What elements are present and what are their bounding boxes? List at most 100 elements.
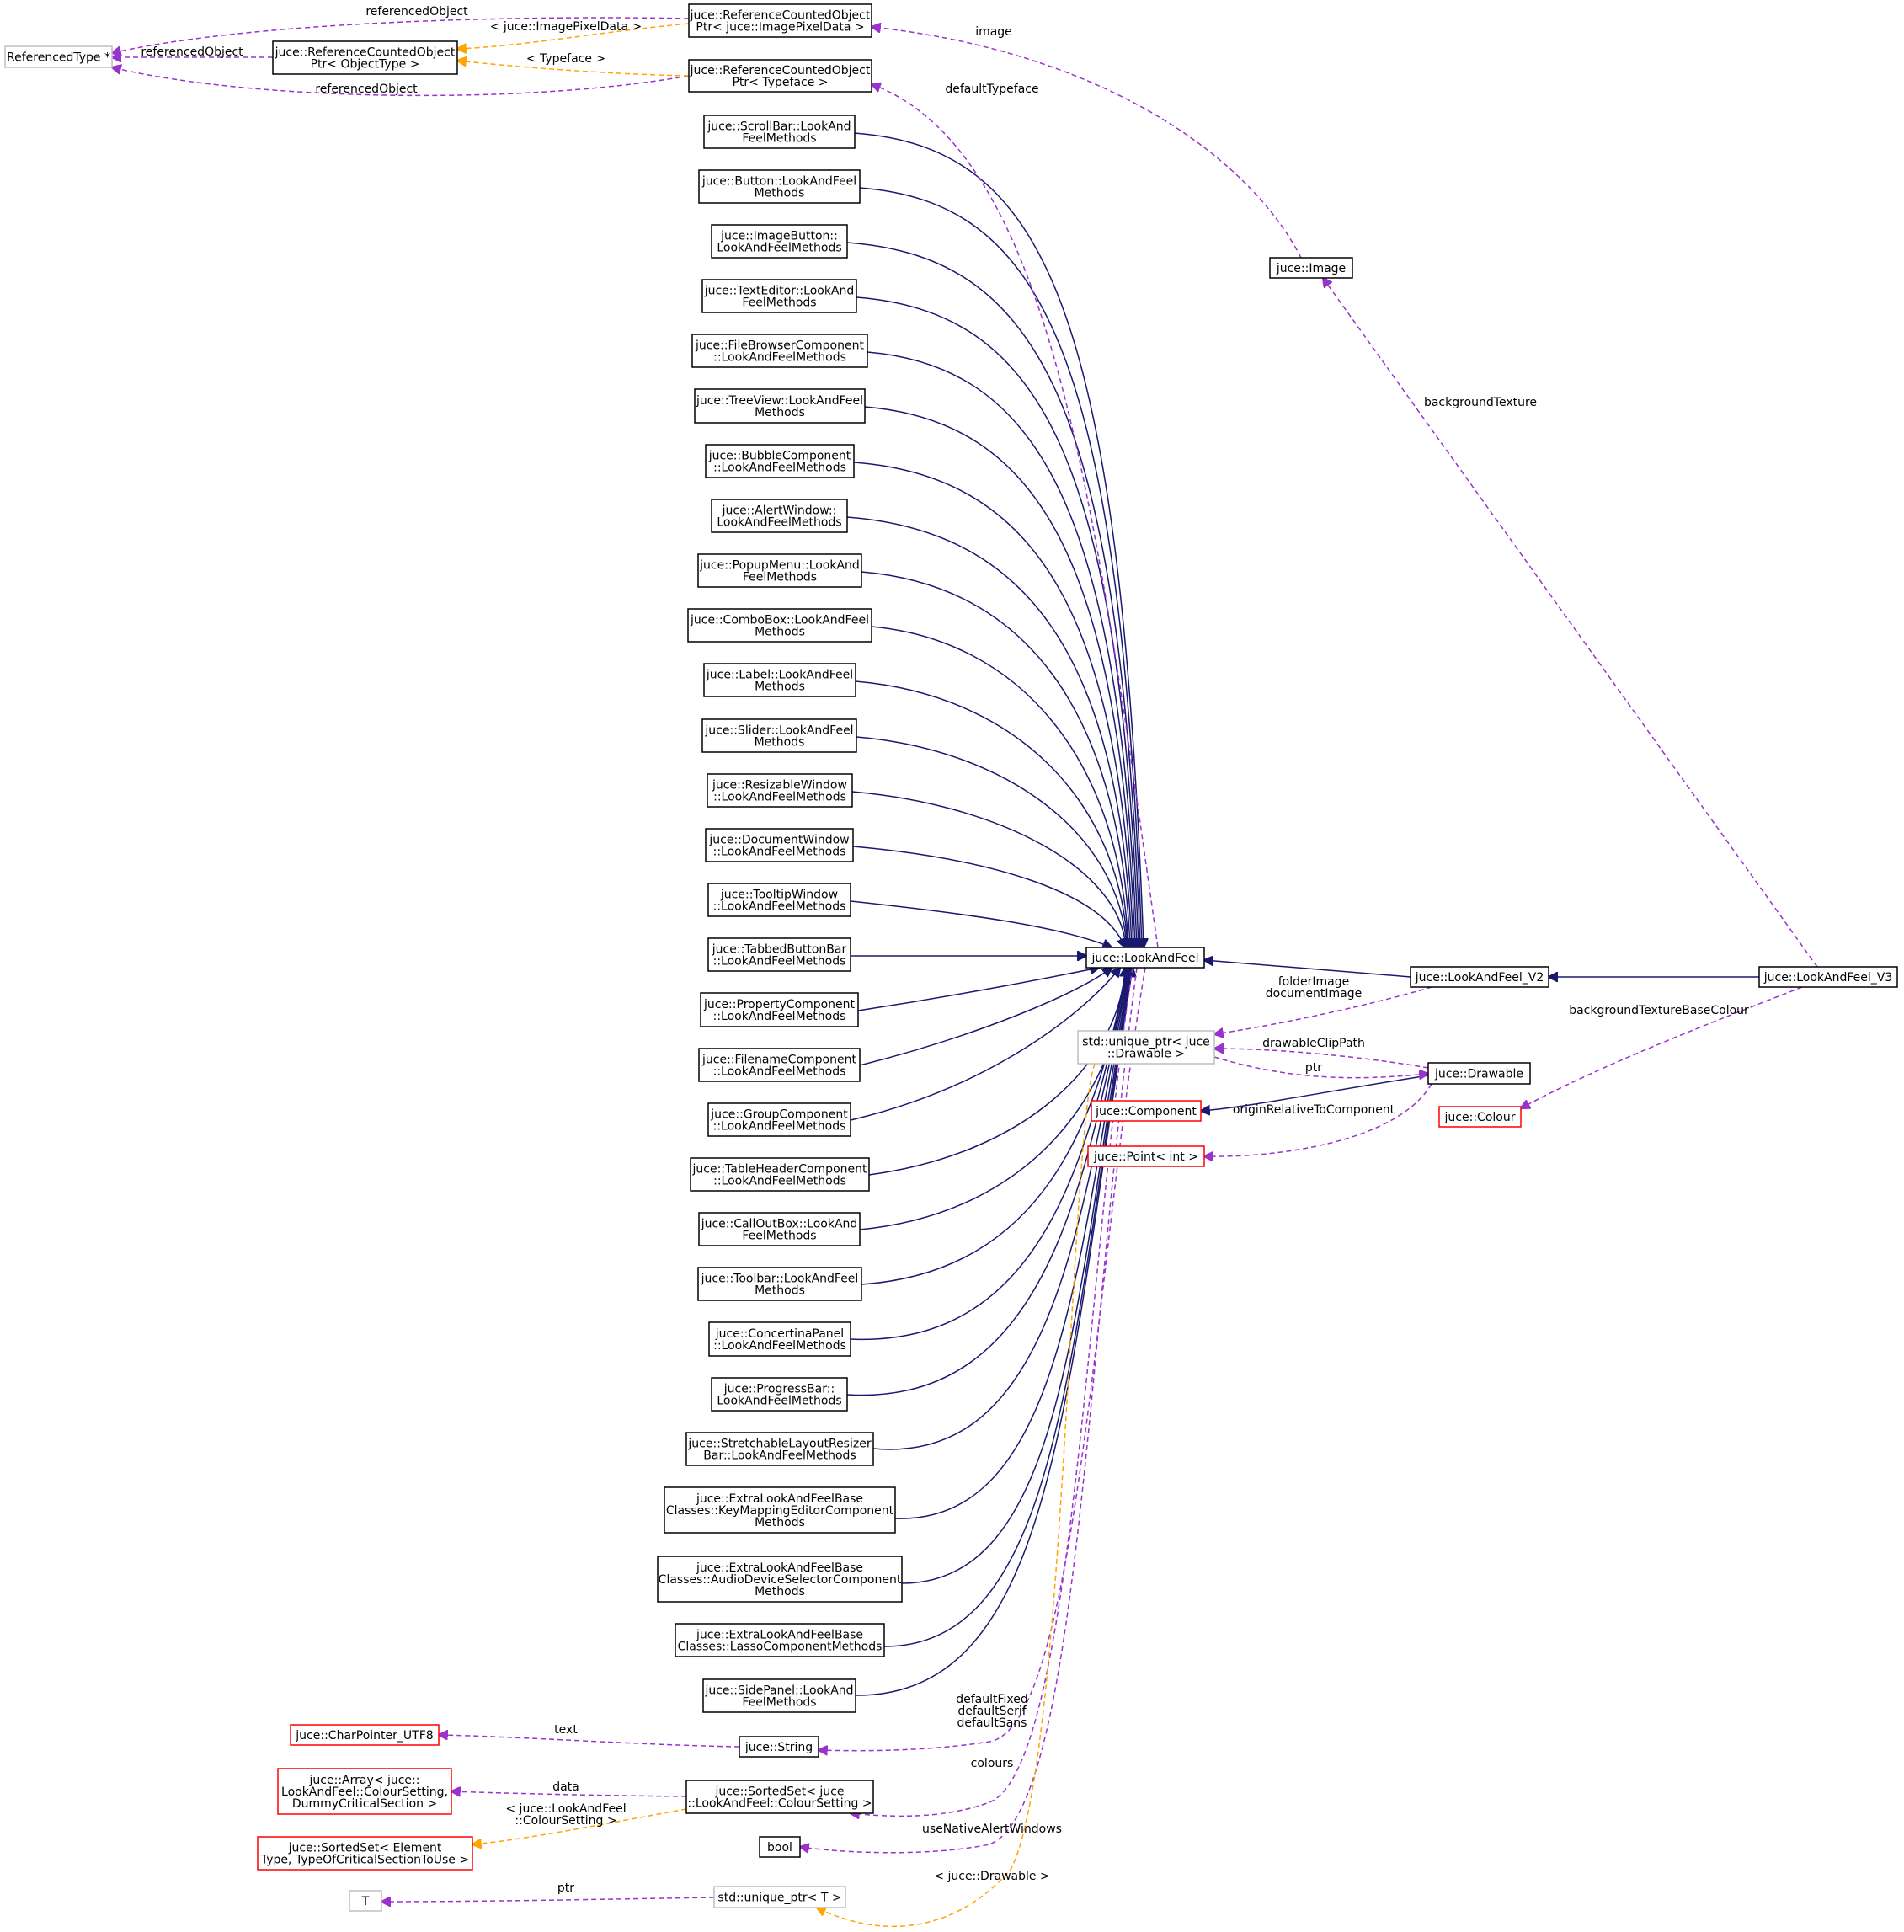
node-charptr[interactable]: juce::CharPointer_UTF8 xyxy=(290,1724,440,1746)
node-filebrowser[interactable]: juce::FileBrowserComponent::LookAndFeelM… xyxy=(691,334,868,368)
node-box[interactable] xyxy=(688,59,872,93)
node-box[interactable] xyxy=(711,499,848,533)
node-box[interactable] xyxy=(277,1768,452,1815)
node-box[interactable] xyxy=(1087,1145,1205,1167)
node-box[interactable] xyxy=(759,1836,801,1858)
node-box[interactable] xyxy=(685,1432,874,1466)
node-lasso[interactable]: juce::ExtraLookAndFeelBaseClasses::Lasso… xyxy=(675,1623,885,1657)
node-drawable[interactable]: juce::Drawable xyxy=(1427,1062,1531,1085)
node-imagebutton[interactable]: juce::ImageButton::LookAndFeelMethods xyxy=(711,224,848,259)
node-box[interactable] xyxy=(711,1377,848,1412)
node-audiodev[interactable]: juce::ExtraLookAndFeelBaseClasses::Audio… xyxy=(657,1556,903,1603)
node-tableheader[interactable]: juce::TableHeaderComponent::LookAndFeelM… xyxy=(690,1157,870,1192)
node-box[interactable] xyxy=(703,115,856,149)
node-texteditor[interactable]: juce::TextEditor::LookAndFeelMethods xyxy=(701,279,857,313)
node-box[interactable] xyxy=(739,1736,819,1758)
node-laf[interactable]: juce::LookAndFeel xyxy=(1085,947,1205,969)
node-combobox[interactable]: juce::ComboBox::LookAndFeelMethods xyxy=(687,608,872,643)
node-toolbar[interactable]: juce::Toolbar::LookAndFeelMethods xyxy=(697,1267,862,1301)
node-box[interactable] xyxy=(290,1724,440,1746)
node-group[interactable]: juce::GroupComponent::LookAndFeelMethods xyxy=(707,1102,851,1137)
node-array[interactable]: juce::Array< juce::LookAndFeel::ColourSe… xyxy=(277,1768,452,1815)
node-box[interactable] xyxy=(707,773,853,808)
node-box[interactable] xyxy=(685,1780,874,1814)
node-box[interactable] xyxy=(707,1102,851,1137)
node-laf-v2[interactable]: juce::LookAndFeel_V2 xyxy=(1410,966,1549,988)
node-reftype[interactable]: ReferencedType * xyxy=(4,45,113,68)
node-box[interactable] xyxy=(1427,1062,1531,1085)
node-box[interactable] xyxy=(702,1678,856,1713)
node-box[interactable] xyxy=(675,1623,885,1657)
node-slider[interactable]: juce::Slider::LookAndFeelMethods xyxy=(701,718,857,753)
node-box[interactable] xyxy=(1438,1106,1522,1128)
node-filename[interactable]: juce::FilenameComponent::LookAndFeelMeth… xyxy=(698,1048,861,1082)
node-sortedset-cs[interactable]: juce::SortedSet< juce::LookAndFeel::Colo… xyxy=(685,1780,874,1814)
node-box[interactable] xyxy=(4,45,113,68)
node-stretch[interactable]: juce::StretchableLayoutResizerBar::LookA… xyxy=(685,1432,874,1466)
node-treeview[interactable]: juce::TreeView::LookAndFeelMethods xyxy=(694,388,866,424)
node-alertwindow[interactable]: juce::AlertWindow::LookAndFeelMethods xyxy=(711,499,848,533)
node-string[interactable]: juce::String xyxy=(739,1736,819,1758)
node-image[interactable]: juce::Image xyxy=(1269,257,1353,279)
node-box[interactable] xyxy=(257,1836,473,1871)
node-box[interactable] xyxy=(1091,1100,1202,1122)
node-box[interactable] xyxy=(690,1157,870,1192)
node-bubble[interactable]: juce::BubbleComponent::LookAndFeelMethod… xyxy=(705,444,855,478)
node-box[interactable] xyxy=(1269,257,1353,279)
node-box[interactable] xyxy=(711,224,848,259)
node-box[interactable] xyxy=(698,169,861,204)
node-box[interactable] xyxy=(707,937,851,972)
node-box[interactable] xyxy=(713,1886,846,1908)
node-uptr-T[interactable]: std::unique_ptr< T > xyxy=(713,1886,846,1908)
node-colour[interactable]: juce::Colour xyxy=(1438,1106,1522,1128)
node-bool[interactable]: bool xyxy=(759,1836,801,1858)
node-property[interactable]: juce::PropertyComponent::LookAndFeelMeth… xyxy=(700,992,859,1027)
node-box[interactable] xyxy=(657,1556,903,1603)
node-box[interactable] xyxy=(1077,1030,1215,1065)
node-tabbed[interactable]: juce::TabbedButtonBar::LookAndFeelMethod… xyxy=(707,937,851,972)
node-T[interactable]: T xyxy=(349,1890,382,1912)
node-label[interactable]: juce::Label::LookAndFeelMethods xyxy=(703,663,856,697)
node-box[interactable] xyxy=(1410,966,1549,988)
node-box[interactable] xyxy=(698,1212,861,1246)
node-sidepanel[interactable]: juce::SidePanel::LookAndFeelMethods xyxy=(702,1678,856,1713)
node-box[interactable] xyxy=(703,663,856,697)
node-box[interactable] xyxy=(691,334,868,368)
node-laf-v3[interactable]: juce::LookAndFeel_V3 xyxy=(1758,966,1898,988)
node-box[interactable] xyxy=(1758,966,1898,988)
node-box[interactable] xyxy=(705,828,854,862)
node-document[interactable]: juce::DocumentWindow::LookAndFeelMethods xyxy=(705,828,854,862)
node-box[interactable] xyxy=(349,1890,382,1912)
node-callout[interactable]: juce::CallOutBox::LookAndFeelMethods xyxy=(698,1212,861,1246)
node-keymap[interactable]: juce::ExtraLookAndFeelBaseClasses::KeyMa… xyxy=(664,1486,896,1534)
node-box[interactable] xyxy=(705,444,855,478)
node-tooltip[interactable]: juce::TooltipWindow::LookAndFeelMethods xyxy=(707,883,851,917)
node-box[interactable] xyxy=(688,3,872,38)
node-box[interactable] xyxy=(697,1267,862,1301)
node-box[interactable] xyxy=(697,553,862,588)
node-box[interactable] xyxy=(708,1321,851,1357)
node-box[interactable] xyxy=(700,992,859,1027)
node-concertina[interactable]: juce::ConcertinaPanel::LookAndFeelMethod… xyxy=(708,1321,851,1357)
node-box[interactable] xyxy=(664,1486,896,1534)
node-uptr-drawable[interactable]: std::unique_ptr< juce::Drawable > xyxy=(1077,1030,1215,1065)
node-box[interactable] xyxy=(687,608,872,643)
node-progress[interactable]: juce::ProgressBar::LookAndFeelMethods xyxy=(711,1377,848,1412)
node-box[interactable] xyxy=(694,388,866,424)
node-box[interactable] xyxy=(1085,947,1205,969)
node-box[interactable] xyxy=(701,279,857,313)
node-box[interactable] xyxy=(707,883,851,917)
node-resizable[interactable]: juce::ResizableWindow::LookAndFeelMethod… xyxy=(707,773,853,808)
node-button[interactable]: juce::Button::LookAndFeelMethods xyxy=(698,169,861,204)
node-component[interactable]: juce::Component xyxy=(1091,1100,1202,1122)
node-scrollbar[interactable]: juce::ScrollBar::LookAndFeelMethods xyxy=(703,115,856,149)
node-box[interactable] xyxy=(698,1048,861,1082)
node-popupmenu[interactable]: juce::PopupMenu::LookAndFeelMethods xyxy=(697,553,862,588)
node-box[interactable] xyxy=(272,40,458,75)
node-point[interactable]: juce::Point< int > xyxy=(1087,1145,1205,1167)
node-box[interactable] xyxy=(701,718,857,753)
